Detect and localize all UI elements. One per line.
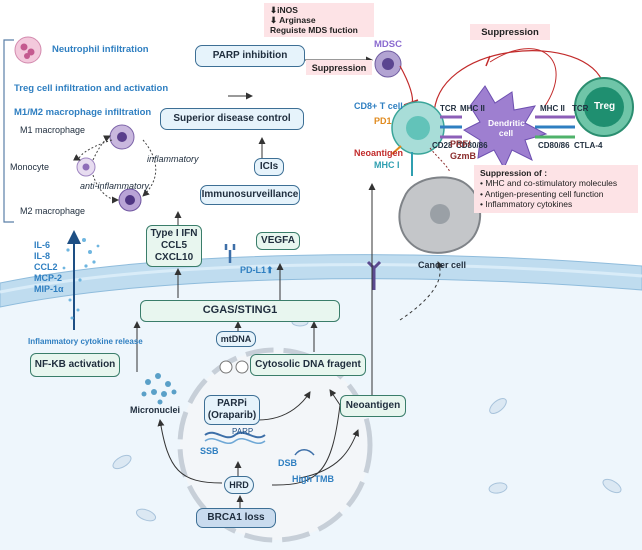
ctla4-label: CTLA-4 (574, 141, 603, 150)
hrd-box: HRD (224, 476, 254, 494)
dsb-label: DSB (278, 458, 298, 468)
neoantigen-box: Neoantigen (340, 395, 406, 417)
parpi-label: PARPi (217, 398, 247, 409)
mhc-ii-left-label: MHC II (460, 104, 485, 113)
ccl5-label: CCL5 (160, 240, 188, 251)
cd80-86-left-label: CD80/86 (456, 141, 488, 150)
gzmb-label: GzmB (450, 151, 477, 161)
prf-label: PRF/ (450, 139, 471, 149)
suppression-label-right: Suppression (470, 24, 550, 40)
cytokine-il8: IL-8 (34, 251, 51, 261)
micronuclei-label: Micronuclei (130, 405, 181, 415)
tcr-right-label: TCR (572, 104, 589, 113)
anti-inflammatory-label: anti-inflammatory (80, 181, 150, 191)
cytosolic-dna-box: Cytosolic DNA fragent (250, 354, 366, 376)
monocyte-label: Monocyte (10, 162, 50, 172)
suppression-arc-mdsc (399, 65, 414, 105)
suppression-item-mhc: • MHC and co-stimulatory molecules (480, 178, 618, 189)
mdsc-label: MDSC (374, 39, 402, 50)
cd8-label: CD8+ T cell (354, 101, 403, 111)
superior-disease-control-box: Superior disease control (160, 108, 304, 130)
neutrophil-label: Neutrophil infiltration (52, 44, 149, 55)
pdl1-label: PD-L1⬆ (240, 265, 274, 275)
neutrophil-cell (14, 36, 42, 64)
tcr-left-label: TCR (440, 104, 457, 113)
icis-box: ICIs (254, 158, 284, 176)
cd80-86-right-label: CD80/86 (538, 141, 570, 150)
type-i-ifn-label: Type I IFN (150, 228, 198, 239)
treg-infiltration-label: Treg cell infiltration and activation (14, 83, 169, 94)
m1-label: M1 macrophage (20, 125, 86, 135)
parp-inhibition-box: PARP inhibition (195, 45, 305, 67)
dendritic-label: Dendritic cell (488, 118, 525, 138)
suppression-item-cytokines: • Inflammatory cytokines (480, 199, 573, 210)
cytokine-release-label: Inflammatory cytokine release (28, 337, 143, 346)
membrane-receptor (366, 260, 382, 290)
cd28-label: CD28 (432, 141, 453, 150)
mdsc-effect-arginase: ⬇ Arginase (270, 15, 316, 26)
treg-label: Treg (594, 101, 616, 112)
vegfa-box: VEGFA (256, 232, 300, 250)
suppression-of-box: Suppression of : • MHC and co-stimulator… (474, 165, 638, 213)
suppression-label-mid: Suppression (306, 60, 372, 75)
nfkb-box: NF-KB activation (30, 353, 120, 377)
cytokine-mip1a: MIP-1α (34, 284, 64, 294)
pd1-label: PD1 (374, 116, 392, 126)
mhc-ii-right-label: MHC II (540, 104, 565, 113)
inflammatory-label: inflammatory (147, 154, 199, 164)
left-bracket (3, 39, 14, 223)
neoantigen-label: Neoantigen (354, 148, 404, 158)
oraparib-label: (Oraparib) (207, 410, 257, 421)
mhc-i-label: MHC I (374, 160, 400, 170)
cytokine-mcp2: MCP-2 (34, 273, 63, 283)
suppression-item-apc: • Antigen-presenting cell function (480, 188, 604, 199)
mdsc-effect-inos: ⬇iNOS (270, 5, 298, 15)
brca1-loss-box: BRCA1 loss (196, 508, 276, 528)
suppression-arc-treg (433, 50, 605, 121)
dendritic-cell (462, 85, 548, 170)
macrophage-title: M1/M2 macrophage infiltration (14, 107, 152, 118)
parp-label: PARP (232, 427, 254, 436)
ssb-label: SSB (200, 446, 219, 456)
cytokine-il6: IL-6 (34, 240, 51, 250)
cytokine-ccl2: CCL2 (34, 262, 58, 272)
mtdna-box: mtDNA (216, 331, 256, 347)
m2-label: M2 macrophage (20, 206, 86, 216)
cgas-sting1-box: CGAS/STING1 (140, 300, 340, 322)
cancer-cell-label: Cancer cell (418, 260, 467, 270)
high-tmb-label: High TMB (292, 474, 334, 484)
immunosurveillance-box: Immunosurveillance (200, 185, 300, 205)
type-i-ifn-box: Type I IFN CCL5 CXCL10 (146, 225, 202, 267)
mdsc-effects-box: ⬇iNOS ⬇ Arginase Reguiste MDS fuction (264, 3, 374, 37)
pdl1-receptor (224, 244, 236, 263)
suppression-of-title: Suppression of : (480, 168, 548, 178)
mdsc-effect-regulate: Reguiste MDS fuction (270, 25, 358, 36)
cxcl10-label: CXCL10 (154, 252, 194, 263)
parpi-box: PARPi (Oraparib) (204, 395, 260, 425)
